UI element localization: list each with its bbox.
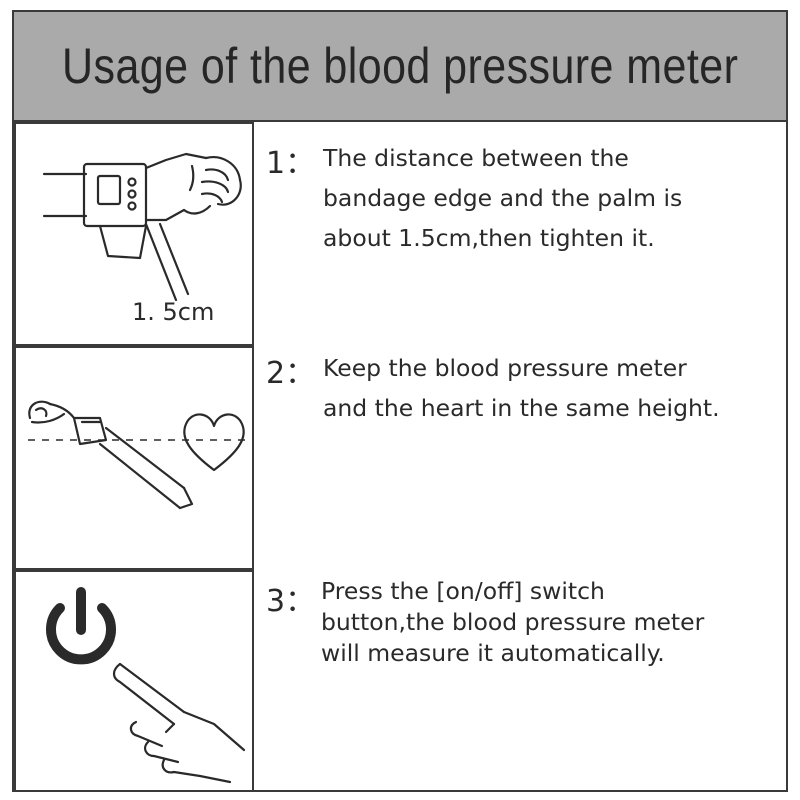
illustration-panel-3 [14,570,254,792]
step-3-number: 3： [266,584,316,619]
power-icon [46,587,246,784]
step-1-text: The distance between the bandage edge an… [323,144,683,252]
illustration-panel-1: 1. 5cm [14,122,254,346]
title-bar: Usage of the blood pressure meter [14,12,786,122]
step-2-text: Keep the blood pressure meter and the he… [323,354,720,422]
wrist-cuff-icon: 1. 5cm [42,152,242,326]
step-3: 3： Press the [on/off] switch button,the … [266,576,782,676]
illustration-panel-2 [14,346,254,570]
step-1: 1： The distance between the bandage edge… [266,138,782,268]
page-title: Usage of the blood pressure meter [61,38,739,94]
measurement-label: 1. 5cm [132,298,214,326]
instruction-sheet: Usage of the blood pressure meter [12,10,788,792]
step-2: 2： Keep the blood pressure meter and the… [266,348,782,438]
step-3-text: Press the [on/off] switch button,the blo… [321,577,705,667]
step-2-number: 2： [266,356,316,391]
step-1-number: 1： [266,146,316,181]
heart-icon [28,400,246,510]
